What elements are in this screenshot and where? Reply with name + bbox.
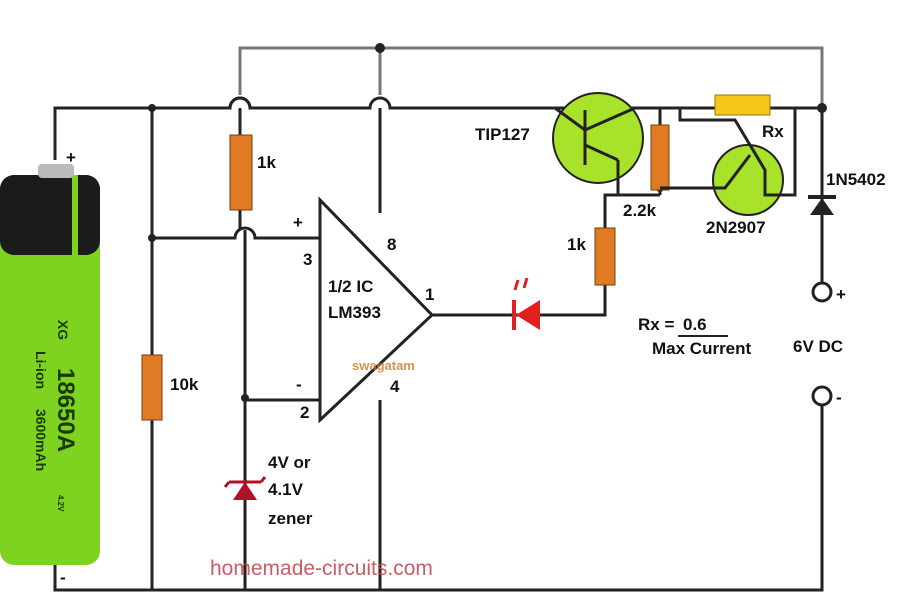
negative-rail [53,400,824,592]
svg-text:XG: XG [55,320,71,340]
supply-label: 6V DC [793,337,843,356]
diode-label: 1N5402 [826,170,886,189]
opamp-label-1: 1/2 IC [328,277,373,296]
site-watermark: homemade-circuits.com [210,557,433,580]
svg-text:18650A: 18650A [52,368,79,452]
noninverting-input-wire [152,226,320,240]
resistor-rx [714,94,771,116]
rx-label: Rx [762,122,784,141]
formula-lhs: Rx = [638,315,674,334]
terminal-positive [811,281,833,303]
resistor-1k-base [594,227,616,286]
led-icon [512,277,540,330]
author-watermark: swagatam [352,358,415,373]
zener-diode-icon [223,476,267,500]
pin-minus-label: - [296,375,302,394]
pin4-label: 4 [390,377,400,396]
r-left-label: 10k [170,375,199,394]
svg-text:4.2V: 4.2V [56,495,65,512]
2n2907-label: 2N2907 [706,218,766,237]
formula-numerator: 0.6 [683,315,707,334]
resistor-2-2k [650,124,670,191]
pin3-label: 3 [303,250,312,269]
formula-denominator: Max Current [652,339,752,358]
supply-plus-label: + [836,285,846,304]
zener-label-1: 4V or [268,453,311,472]
pin2-label: 2 [300,403,309,422]
transistor-2n2907-icon [660,108,797,216]
resistor-10k [141,354,163,421]
supply-minus-label: - [836,388,842,407]
pin-plus-label: + [293,213,303,232]
diode-1n5402-icon [808,108,836,282]
opamp-label-2: LM393 [328,303,381,322]
r-top-label: 1k [257,153,276,172]
battery-18650: 18650A XG 4.2V Li-ion 3600mAh [0,164,100,565]
zener-label-3: zener [268,509,313,528]
battery-plus-label: + [66,148,76,167]
transistor-tip127-icon [552,92,660,195]
svg-text:3600mAh: 3600mAh [33,409,49,471]
output-wire [432,193,640,317]
battery-minus-label: - [60,568,66,587]
tip127-label: TIP127 [475,125,530,144]
positive-rail [53,96,827,160]
zener-label-2: 4.1V [268,480,304,499]
zener-branch-wire [238,108,247,590]
terminal-negative [811,385,833,407]
r-22k-label: 2.2k [623,201,657,220]
pin8-label: 8 [387,235,396,254]
opamp-lm393 [318,196,435,424]
resistor-1k-top [229,134,253,211]
r-base-label: 1k [567,235,586,254]
pin1-label: 1 [425,285,434,304]
top-feedback-wire [238,43,824,105]
svg-text:Li-ion: Li-ion [33,351,49,389]
